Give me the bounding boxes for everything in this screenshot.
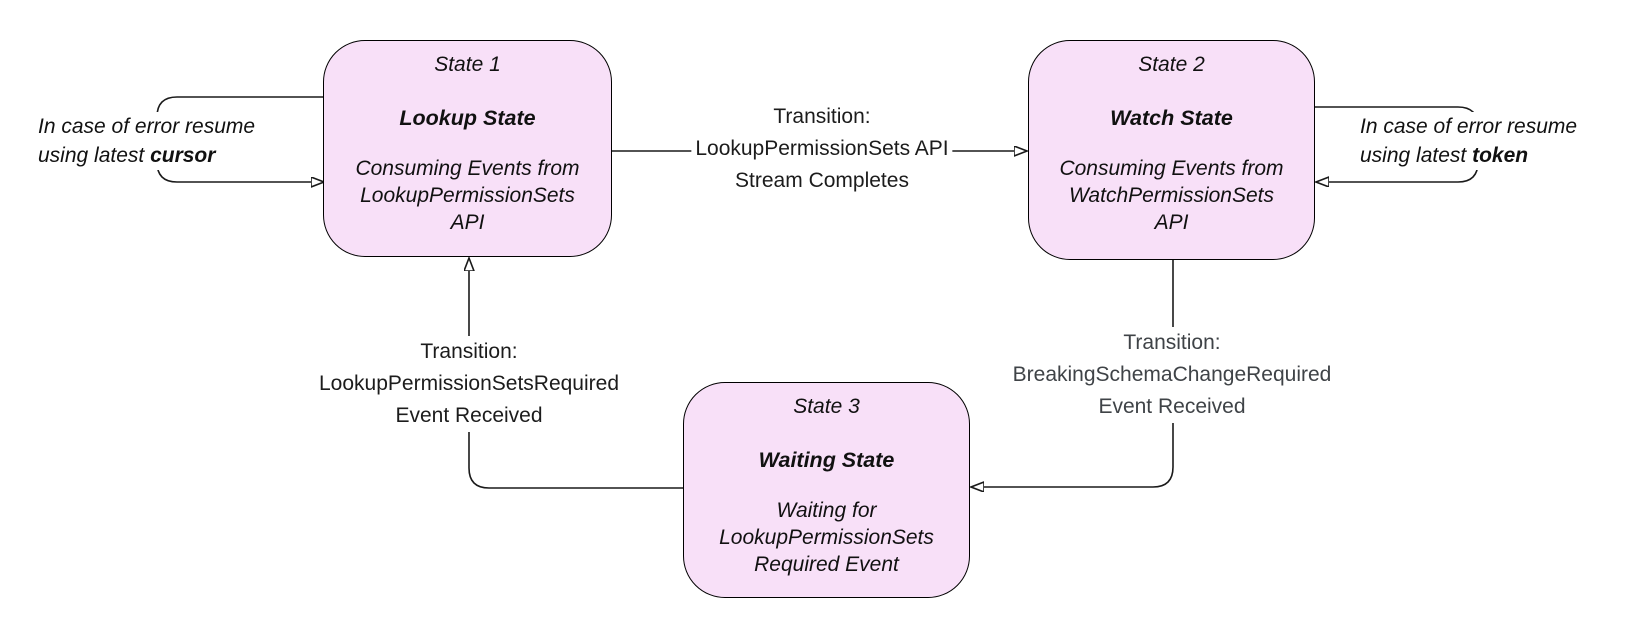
- error-loop-label-prefix: using latest: [38, 144, 151, 167]
- transition-label-watch-to-waiting: Transition: BreakingSchemaChangeRequired…: [1008, 327, 1336, 423]
- state-description-line: LookupPermissionSets: [719, 526, 934, 549]
- transition-label-line: Transition:: [420, 340, 518, 363]
- error-loop-label-keyword: cursor: [150, 144, 216, 167]
- transition-label-line: Event Received: [1098, 395, 1246, 418]
- state-description: Consuming Events from WatchPermissionSet…: [1029, 155, 1314, 236]
- state-node-waiting: State 3 Waiting State Waiting for Lookup…: [683, 382, 970, 598]
- error-loop-label-line: In case of error resume: [1360, 115, 1578, 138]
- state-description-line: Consuming Events from: [355, 157, 580, 180]
- transition-label-line: LookupPermissionSets API: [695, 137, 949, 160]
- state-title: State 3: [793, 395, 860, 418]
- transition-label-line: LookupPermissionSetsRequired: [319, 372, 619, 395]
- transition-label-line: Transition:: [773, 105, 871, 128]
- transition-label-lookup-to-watch: Transition: LookupPermissionSets API Str…: [691, 101, 953, 197]
- state-node-watch: State 2 Watch State Consuming Events fro…: [1028, 40, 1315, 260]
- state-description: Consuming Events from LookupPermissionSe…: [324, 155, 611, 236]
- error-loop-label-line: using latest cursor: [38, 141, 255, 170]
- state-description-line: Consuming Events from: [1059, 157, 1284, 180]
- error-loop-label-prefix: using latest: [1360, 144, 1473, 167]
- error-loop-label-token: In case of error resume using latest tok…: [1358, 112, 1580, 170]
- error-loop-label-line: In case of error resume: [38, 115, 256, 138]
- transition-label-line: BreakingSchemaChangeRequired: [1012, 363, 1332, 386]
- state-title: State 1: [434, 53, 501, 76]
- edge-state3-to-state1: [469, 271, 683, 489]
- state-description-line: WatchPermissionSets: [1068, 184, 1275, 207]
- state-name: Lookup State: [399, 106, 536, 130]
- error-loop-label-line: using latest token: [1360, 141, 1577, 170]
- state-description-line: Required Event: [754, 553, 899, 576]
- transition-label-line: Transition:: [1123, 331, 1221, 354]
- edge-state2-to-state3: [984, 260, 1174, 487]
- state-node-lookup: State 1 Lookup State Consuming Events fr…: [323, 40, 612, 257]
- state-description-line: API: [450, 211, 485, 234]
- error-loop-label-keyword: token: [1472, 144, 1529, 167]
- state-description-line: LookupPermissionSets: [360, 184, 575, 207]
- state-description: Waiting for LookupPermissionSets Require…: [684, 497, 969, 578]
- state-title: State 2: [1138, 53, 1205, 76]
- state-name: Waiting State: [758, 448, 895, 472]
- transition-label-line: Event Received: [395, 404, 543, 427]
- transition-label-waiting-to-lookup: Transition: LookupPermissionSetsRequired…: [315, 336, 623, 432]
- state-description-line: Waiting for: [776, 499, 877, 522]
- transition-label-line: Stream Completes: [735, 169, 909, 192]
- state-name: Watch State: [1110, 106, 1233, 130]
- state-description-line: API: [1154, 211, 1189, 234]
- error-loop-label-cursor: In case of error resume using latest cur…: [36, 112, 258, 170]
